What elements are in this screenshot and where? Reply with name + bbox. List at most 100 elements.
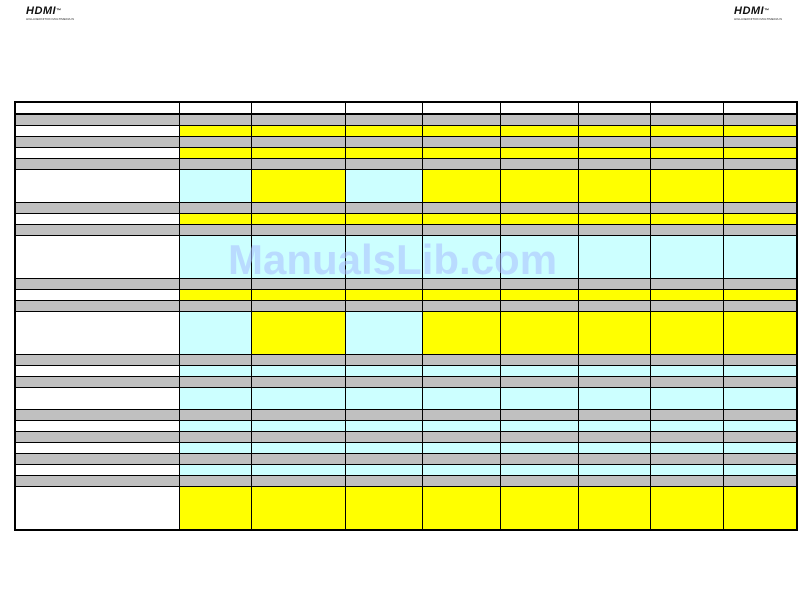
table-cell (178, 464, 252, 476)
table-cell (14, 420, 180, 432)
table-cell (178, 409, 252, 421)
table-cell (649, 376, 724, 388)
table-row (14, 464, 798, 476)
table-cell (421, 354, 501, 366)
table-cell (421, 376, 501, 388)
table-cell (14, 442, 180, 454)
table-cell (250, 136, 346, 148)
table-cell (14, 224, 180, 236)
table-cell (421, 464, 501, 476)
table-cell (722, 409, 798, 421)
table-cell (499, 235, 579, 279)
table-row (14, 169, 798, 203)
table-cell (14, 486, 180, 531)
table-cell (344, 136, 423, 148)
table-cell (178, 420, 252, 432)
table-cell (577, 278, 651, 290)
table-cell (344, 387, 423, 410)
table-cell (577, 409, 651, 421)
table-cell (14, 125, 180, 137)
table-cell (722, 169, 798, 203)
table-cell (344, 442, 423, 454)
table-cell (577, 486, 651, 531)
table-cell (649, 202, 724, 214)
table-cell (649, 464, 724, 476)
table-cell (577, 365, 651, 377)
table-cell (577, 442, 651, 454)
table-cell (14, 300, 180, 312)
table-cell (421, 300, 501, 312)
table-cell (14, 453, 180, 465)
table-cell (14, 202, 180, 214)
table-row (14, 213, 798, 225)
table-cell (649, 365, 724, 377)
table-cell (499, 289, 579, 301)
table-cell (178, 158, 252, 170)
table-cell (178, 376, 252, 388)
table-cell (722, 354, 798, 366)
table-cell (649, 486, 724, 531)
table-cell (14, 169, 180, 203)
hdmi-logo-right-word: HDMI™ (734, 6, 786, 17)
table-row (14, 453, 798, 465)
table-cell (178, 224, 252, 236)
table-cell (344, 409, 423, 421)
table-cell (178, 235, 252, 279)
table-cell (344, 431, 423, 443)
table-cell (344, 224, 423, 236)
table-cell (344, 147, 423, 159)
table-cell (722, 387, 798, 410)
table-cell (649, 387, 724, 410)
hdmi-logo-right-text: HDMI (734, 5, 765, 17)
table-cell (577, 387, 651, 410)
table-cell (421, 235, 501, 279)
table-cell (722, 365, 798, 377)
table-row (14, 409, 798, 421)
table-cell (421, 278, 501, 290)
table-cell (250, 453, 346, 465)
table-cell (649, 442, 724, 454)
table-row (14, 486, 798, 531)
table-cell (499, 376, 579, 388)
table-cell (14, 147, 180, 159)
table-cell (178, 475, 252, 487)
table-cell (649, 453, 724, 465)
table-cell (499, 202, 579, 214)
table-cell (649, 475, 724, 487)
hdmi-logo-left: HDMI™ HIGH-DEFINITION MULTIMEDIA INTERFA… (26, 6, 78, 22)
table-cell (421, 125, 501, 137)
table-cell (722, 300, 798, 312)
table-cell (722, 101, 798, 115)
table-cell (344, 376, 423, 388)
table-cell (649, 125, 724, 137)
table-cell (649, 136, 724, 148)
table-cell (577, 202, 651, 214)
table-cell (722, 420, 798, 432)
table-cell (499, 365, 579, 377)
table-cell (577, 431, 651, 443)
table-cell (344, 365, 423, 377)
table-cell (14, 278, 180, 290)
table-cell (421, 486, 501, 531)
table-cell (649, 354, 724, 366)
table-row (14, 365, 798, 377)
table-cell (14, 136, 180, 148)
table-cell (421, 113, 501, 126)
table-cell (577, 147, 651, 159)
table-row (14, 202, 798, 214)
table-cell (722, 486, 798, 531)
table-cell (14, 158, 180, 170)
table-cell (649, 113, 724, 126)
table-cell (421, 202, 501, 214)
table-cell (14, 475, 180, 487)
table-row (14, 442, 798, 454)
table-cell (499, 354, 579, 366)
table-row (14, 235, 798, 279)
table-cell (421, 213, 501, 225)
table-row (14, 101, 798, 115)
table-cell (499, 387, 579, 410)
table-cell (577, 300, 651, 312)
table-cell (250, 278, 346, 290)
table-cell (14, 289, 180, 301)
hdmi-logo-right: HDMI™ HIGH-DEFINITION MULTIMEDIA INTERFA… (734, 6, 786, 22)
